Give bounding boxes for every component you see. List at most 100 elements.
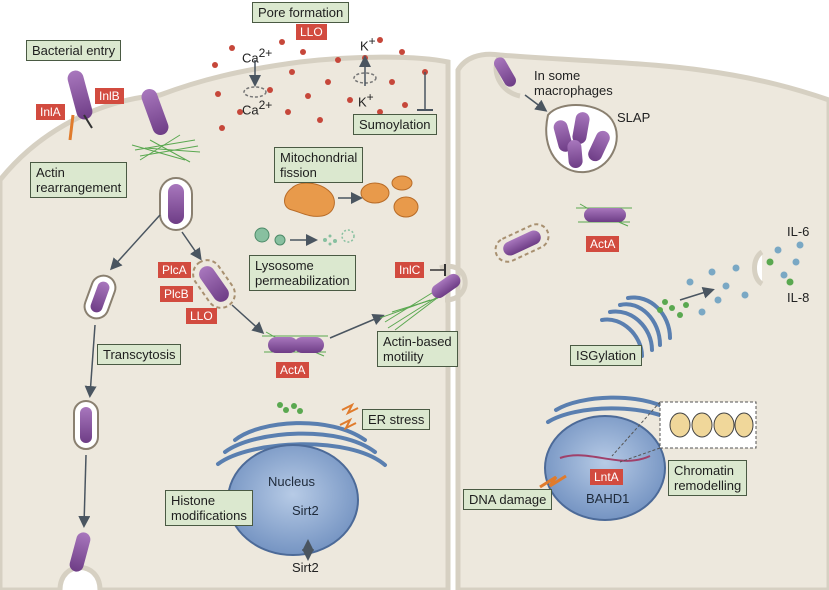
entry-actin bbox=[131, 134, 201, 163]
protrusion-actin bbox=[379, 287, 446, 331]
histone-line1: Histone bbox=[171, 493, 216, 508]
sumoylation-label: Sumoylation bbox=[359, 117, 431, 132]
il-pore bbox=[752, 249, 764, 287]
actin-motility-line1: Actin-based bbox=[383, 334, 452, 349]
er-ribosomes bbox=[277, 402, 303, 414]
lysosome-line1: Lysosome bbox=[255, 258, 314, 273]
er-left bbox=[216, 421, 387, 467]
lysosome-small bbox=[274, 234, 286, 246]
mito-fission-line1: Mitochondrial bbox=[280, 150, 358, 165]
lysosome-intact bbox=[254, 227, 270, 243]
slap-label: SLAP bbox=[617, 110, 651, 125]
transcytosis-box: Transcytosis bbox=[97, 344, 182, 365]
llo-top-label: LLO bbox=[300, 25, 323, 39]
llo-mid-label: LLO bbox=[190, 309, 213, 323]
plcb-tag: PlcB bbox=[160, 286, 193, 302]
cytokine-dots bbox=[686, 241, 804, 316]
dna-damage-box: DNA damage bbox=[463, 489, 553, 510]
in-some-line2: macrophages bbox=[534, 83, 613, 98]
escaping-bacterium bbox=[192, 259, 236, 309]
er-stress-label: ER stress bbox=[368, 412, 425, 427]
plca-label: PlcA bbox=[162, 263, 187, 277]
mitochondrion-small-3 bbox=[391, 175, 413, 191]
mito-fission-line2: fission bbox=[280, 165, 317, 180]
entering-bacterium-right bbox=[494, 57, 516, 87]
lnta-tag: LntA bbox=[590, 469, 623, 485]
inlc-label: InlC bbox=[399, 263, 421, 277]
inlc-tag: InlC bbox=[395, 262, 425, 278]
histone-line2: modifications bbox=[171, 508, 247, 523]
il8-label: IL-8 bbox=[787, 290, 810, 305]
sumoylation-box: Sumoylation bbox=[353, 114, 437, 135]
ca-top-label: Ca2+ bbox=[242, 46, 272, 65]
vacuole-bacterium-top bbox=[159, 177, 193, 231]
transcytosis-label: Transcytosis bbox=[103, 347, 176, 362]
actin-rearrangement-line2: rearrangement bbox=[36, 180, 122, 195]
acta-bacterium-right bbox=[576, 203, 632, 227]
llo-tag-top: LLO bbox=[296, 24, 327, 40]
sirt2-outer-label: Sirt2 bbox=[292, 560, 319, 575]
er-stress-icon bbox=[339, 402, 359, 431]
transcytosis-vacuole-2 bbox=[73, 400, 99, 450]
bacterial-entry-box: Bacterial entry bbox=[26, 40, 122, 61]
actin-motility-line2: motility bbox=[383, 349, 424, 364]
bahd1-label: BAHD1 bbox=[586, 491, 630, 506]
ca-bottom-sup: 2+ bbox=[258, 98, 273, 112]
inlb-tag: InlB bbox=[95, 88, 124, 104]
nucleosomes bbox=[669, 412, 754, 438]
acta-tag-right: ActA bbox=[586, 236, 620, 252]
inla-label: InlA bbox=[40, 105, 61, 119]
exit-bacterium bbox=[69, 532, 91, 572]
in-some-line1: In some bbox=[534, 68, 581, 83]
nucleus-right bbox=[544, 415, 666, 521]
k-bottom-text: K bbox=[358, 94, 367, 110]
entry-bacterium-1 bbox=[67, 70, 93, 120]
lysosome-line2: permeabilization bbox=[255, 273, 350, 288]
transcytosis-vacuole-1 bbox=[83, 274, 117, 320]
ca-bottom-label: Ca2+ bbox=[242, 98, 272, 117]
il6-label: IL-6 bbox=[787, 224, 810, 239]
k-top-text: K bbox=[360, 38, 369, 54]
k-bottom-label: K+ bbox=[358, 90, 374, 109]
inlb-label: InlB bbox=[99, 89, 120, 103]
inla-tag: InlA bbox=[36, 104, 65, 120]
protrusion-bacterium bbox=[431, 273, 461, 299]
isgylation-label: ISGylation bbox=[576, 348, 636, 363]
llo-tag-mid: LLO bbox=[186, 308, 217, 324]
lysosome-broken bbox=[323, 234, 337, 246]
chromatin-line1: Chromatin bbox=[674, 463, 734, 478]
ca-pore bbox=[243, 86, 267, 98]
acta-left-label: ActA bbox=[280, 363, 306, 377]
isgylation-box: ISGylation bbox=[570, 345, 642, 366]
pore-formation-label: Pore formation bbox=[258, 5, 344, 20]
sirt2-inner-label: Sirt2 bbox=[292, 503, 319, 518]
dna-damage-label: DNA damage bbox=[469, 492, 547, 507]
k-top-label: K+ bbox=[360, 34, 376, 53]
vacuole-right bbox=[494, 223, 550, 263]
isg-vesicles bbox=[657, 299, 689, 318]
slap-bacteria bbox=[553, 112, 610, 168]
entry-bacterium-2 bbox=[141, 88, 169, 136]
lnta-label: LntA bbox=[594, 470, 619, 484]
k-top-sup: + bbox=[368, 34, 376, 48]
mitochondrion-small-1 bbox=[360, 182, 390, 204]
nucleus-label: Nucleus bbox=[268, 474, 315, 489]
exit-pocket bbox=[57, 565, 103, 590]
ca-top-text: Ca bbox=[242, 50, 259, 66]
ca-bottom-text: Ca bbox=[242, 102, 259, 118]
actin-rearrangement-line1: Actin bbox=[36, 165, 65, 180]
er-stress-box: ER stress bbox=[362, 409, 431, 430]
acta-tag-left: ActA bbox=[276, 362, 310, 378]
plca-tag: PlcA bbox=[158, 262, 191, 278]
ca-top-sup: 2+ bbox=[258, 46, 273, 60]
plcb-label: PlcB bbox=[164, 287, 189, 301]
k-bottom-sup: + bbox=[366, 90, 374, 104]
